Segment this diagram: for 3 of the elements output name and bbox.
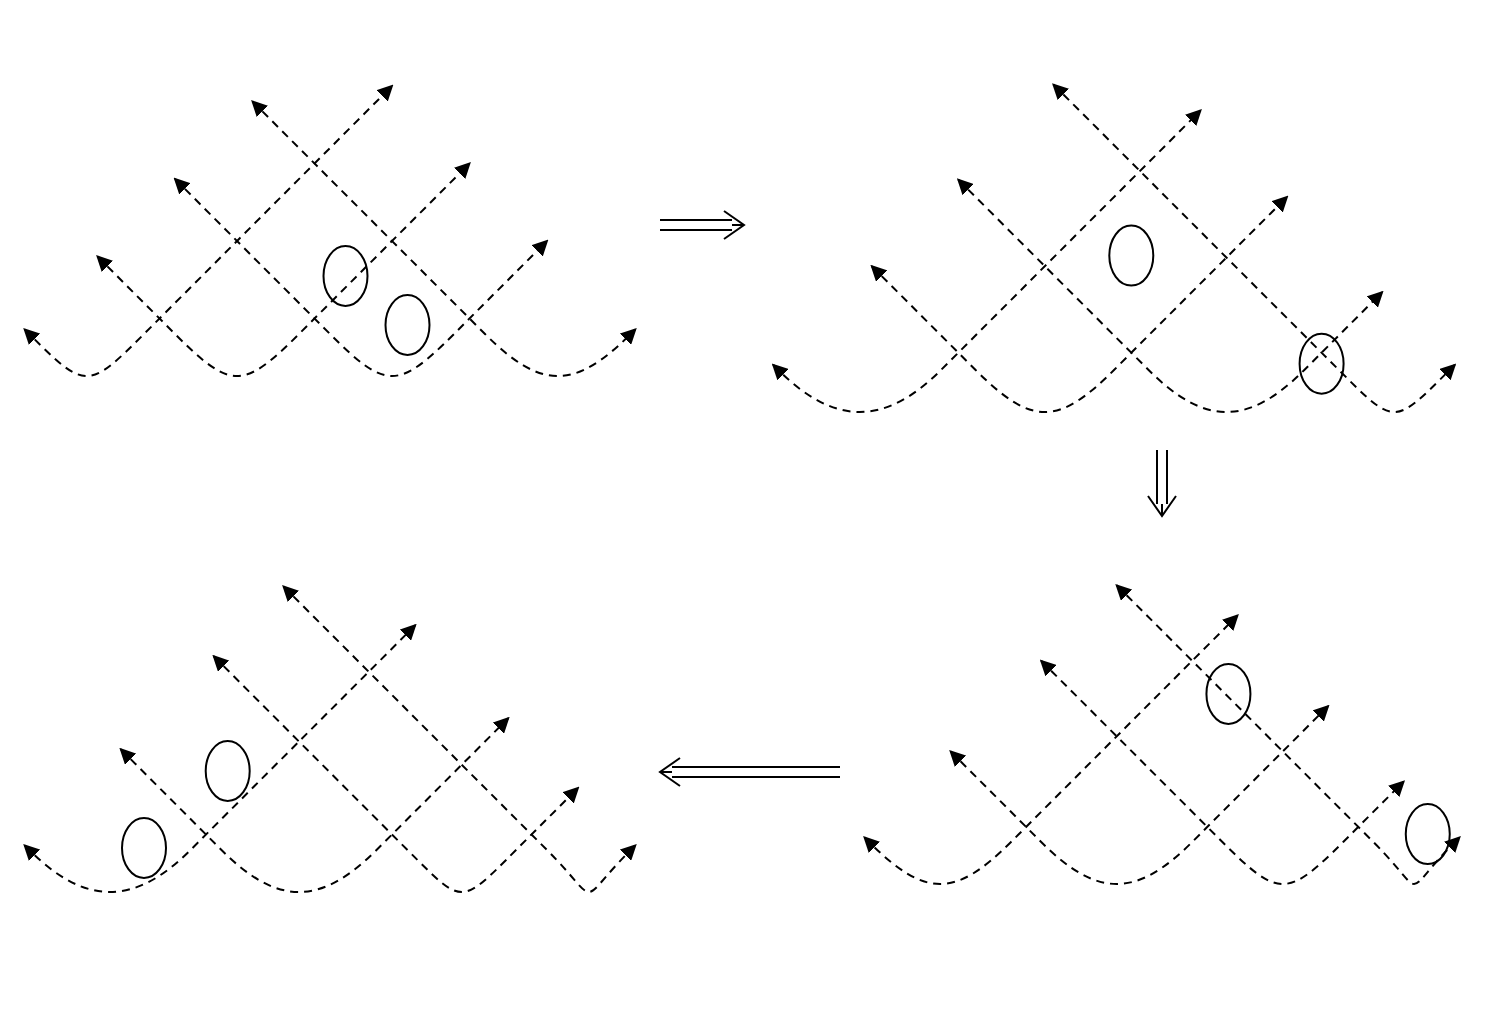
double-arrow: [659, 757, 841, 787]
double-arrow: [1147, 449, 1177, 517]
double-arrow: [659, 210, 745, 240]
